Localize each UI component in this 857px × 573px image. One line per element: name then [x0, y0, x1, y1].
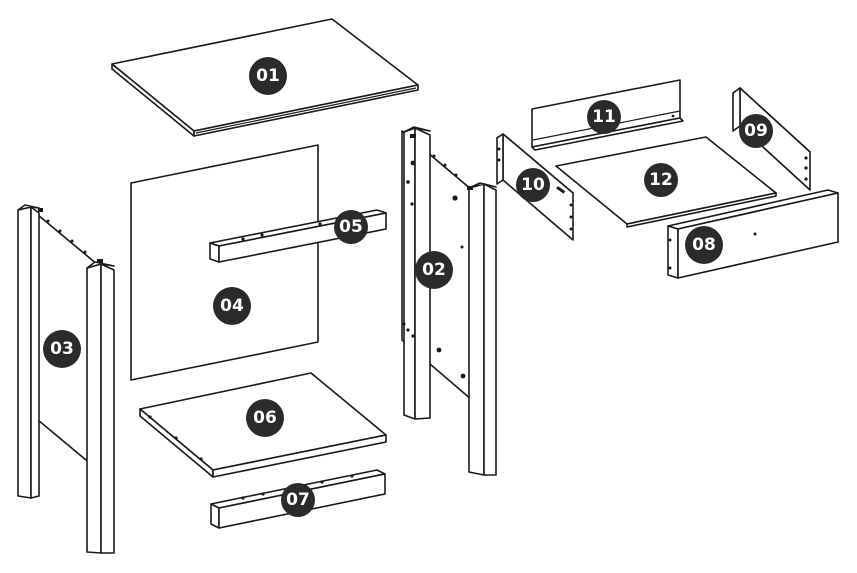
badge-number: 11: [592, 107, 616, 127]
badge-10: 10: [516, 168, 550, 202]
badge-circle: [43, 330, 81, 368]
badge-number: 12: [649, 170, 673, 190]
badge-number: 05: [339, 217, 363, 237]
badge-number: 03: [50, 339, 74, 359]
part-02-right-side-frame: [401, 126, 497, 476]
badge-12: 12: [644, 163, 678, 197]
badge-number: 01: [256, 66, 280, 86]
badge-number: 09: [744, 121, 768, 141]
badge-03: 03: [43, 330, 81, 368]
badge-08: 08: [685, 226, 723, 264]
badge-number: 10: [521, 175, 545, 195]
badge-number: 07: [286, 490, 310, 510]
badge-circle: [739, 114, 773, 148]
badge-number: 04: [220, 296, 244, 316]
badge-circle: [644, 163, 678, 197]
badge-circle: [587, 100, 621, 134]
part-09-drawer-side: [732, 87, 811, 191]
badge-circle: [334, 210, 368, 244]
badge-number: 06: [253, 408, 277, 428]
badge-circle: [415, 251, 453, 289]
badge-11: 11: [587, 100, 621, 134]
badge-number: 08: [692, 235, 716, 255]
badge-04: 04: [213, 287, 251, 325]
part-04-back-panel: [130, 144, 319, 381]
badge-05: 05: [334, 210, 368, 244]
badge-circle: [213, 287, 251, 325]
badge-06: 06: [246, 399, 284, 437]
badge-circle: [685, 226, 723, 264]
badge-circle: [281, 483, 315, 517]
badge-number: 02: [422, 260, 446, 280]
badge-09: 09: [739, 114, 773, 148]
badge-circle: [249, 57, 287, 95]
badge-circle: [516, 168, 550, 202]
badge-02: 02: [415, 251, 453, 289]
badge-circle: [246, 399, 284, 437]
badge-01: 01: [249, 57, 287, 95]
part-03-left-side-frame: [17, 204, 115, 554]
badge-07: 07: [281, 483, 315, 517]
